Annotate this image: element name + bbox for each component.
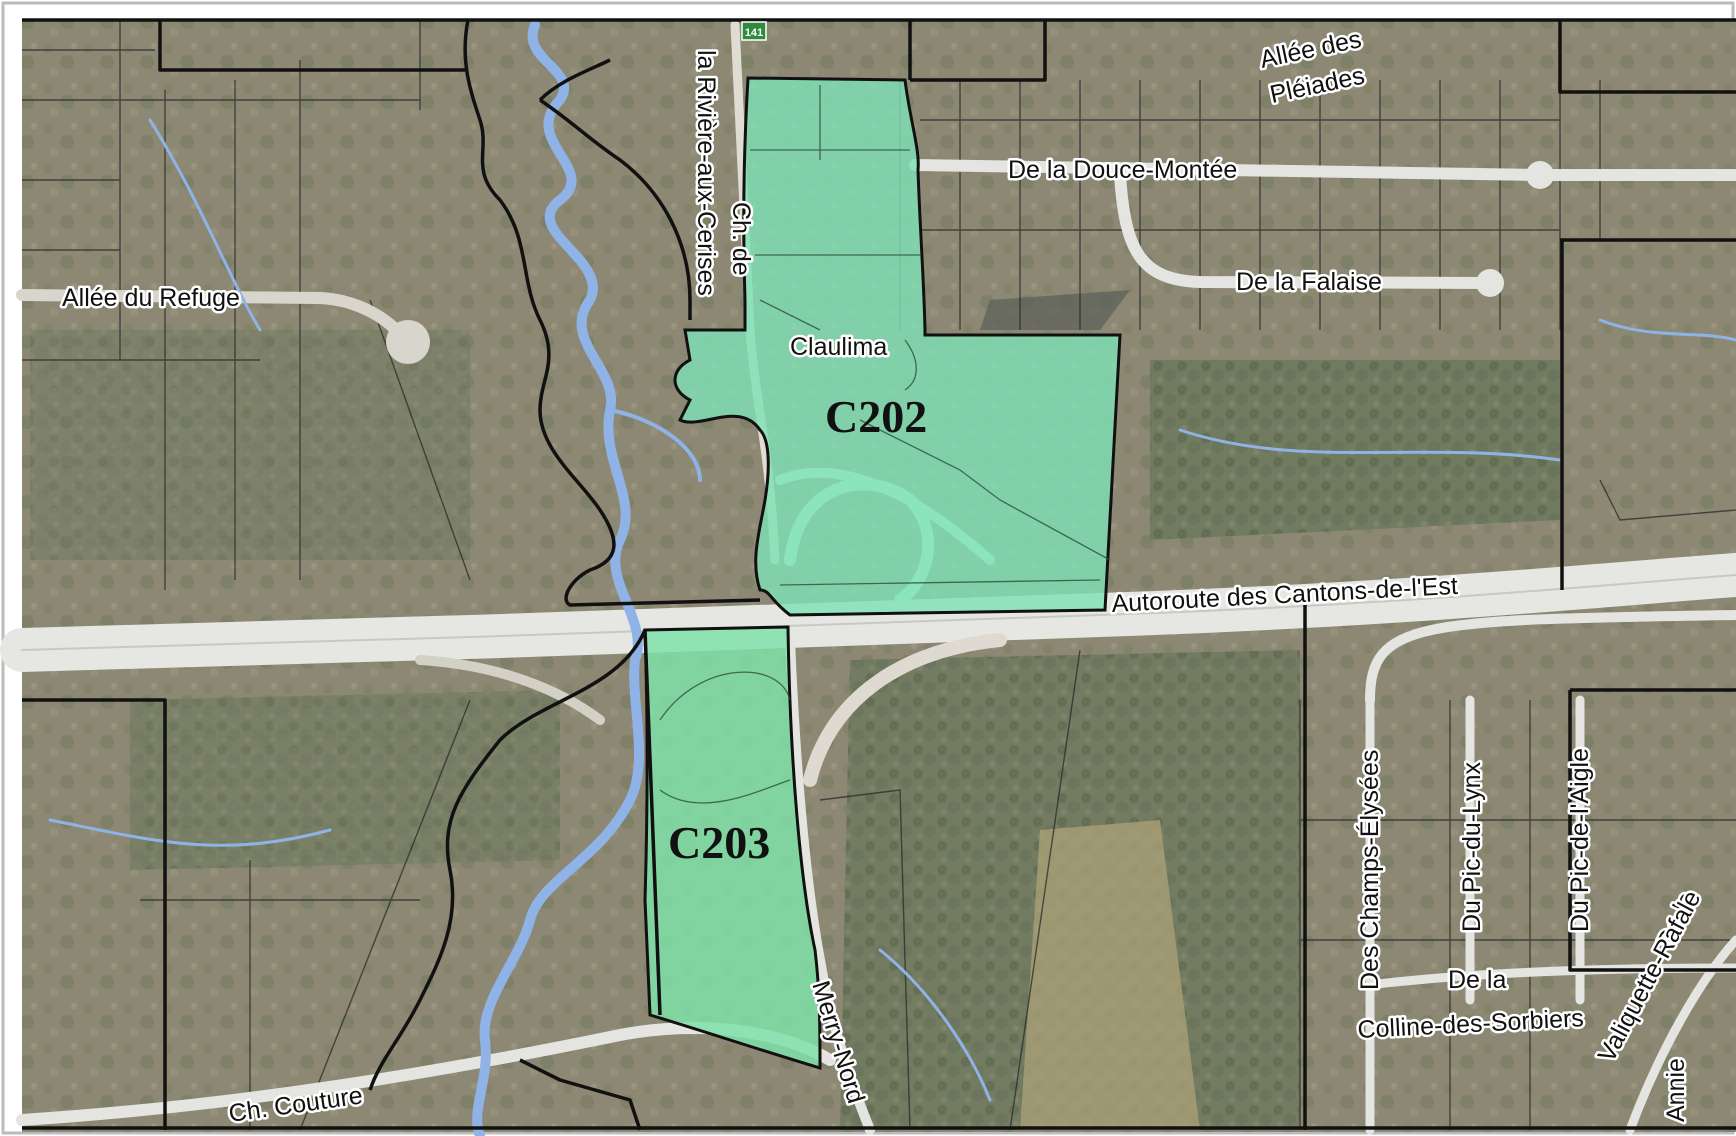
road-label-annie: Annie <box>1662 1058 1690 1122</box>
svg-text:141: 141 <box>745 27 763 39</box>
zone-boundaries <box>22 18 1736 1131</box>
road-label-douce-montee: De la Douce-Montée <box>1008 156 1237 184</box>
road-label-ch-de: Ch. de <box>727 202 755 276</box>
zone-inner-lines <box>659 85 1111 804</box>
route-141-shield: 141 <box>741 21 767 41</box>
douce-montee-road <box>909 159 1736 181</box>
falaise-road <box>1114 169 1496 289</box>
river <box>48 20 1736 1136</box>
merry-nord-road <box>785 635 875 1135</box>
road-label-riviere-aux-cerises: la Rivière-aux-Cerises <box>692 50 720 296</box>
road-label-pic-de-l-aigle: Du Pic-de-l'Aigle <box>1566 748 1594 932</box>
zone-c203[interactable] <box>643 625 822 1071</box>
road-label-allee-du-refuge: Allée du Refuge <box>62 284 240 312</box>
zone-label-c202: C202 <box>825 391 927 442</box>
road-label-pic-du-lynx: Du Pic-du-Lynx <box>1458 762 1486 932</box>
place-label-claulima: Claulima <box>790 333 887 361</box>
road-label-falaise: De la Falaise <box>1236 268 1382 296</box>
zone-c202[interactable] <box>673 76 1122 617</box>
road-label-colline-1: De la <box>1448 966 1506 994</box>
road-label-champs-elysees: Des Champs-Élysées <box>1355 750 1384 990</box>
zone-label-c203: C203 <box>668 817 770 868</box>
